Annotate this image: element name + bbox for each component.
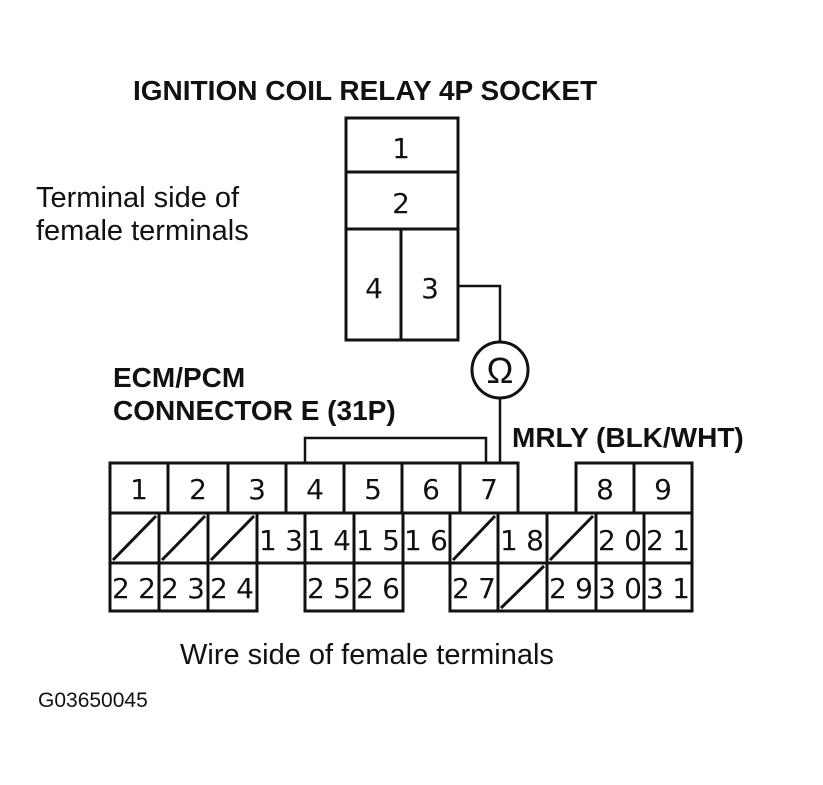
ecm-connector: 1 2 3 4 5 6 7 8 9 13 14 15 16 18 20 21 2… xyxy=(108,461,694,613)
ecm-pin: 26 xyxy=(356,572,400,605)
ecm-connector-label-line2: CONNECTOR E (31P) xyxy=(113,395,396,426)
ecm-pin: 21 xyxy=(646,524,690,557)
ecm-pin: 25 xyxy=(307,572,351,605)
test-lead-to-relay xyxy=(458,284,502,342)
empty-cavity-mark xyxy=(548,514,595,562)
ecm-pin: 15 xyxy=(356,524,400,557)
ohm-icon: Ω xyxy=(487,350,514,391)
ecm-pin: 16 xyxy=(404,524,448,557)
ecm-pin: 9 xyxy=(654,473,672,506)
relay-socket: 1 2 4 3 xyxy=(344,116,460,342)
mrly-wire-label: MRLY (BLK/WHT) xyxy=(512,422,744,453)
ecm-pin: 8 xyxy=(596,473,614,506)
relay-terminal-side-note-line2: female terminals xyxy=(36,215,249,247)
ecm-pin: 30 xyxy=(598,572,642,605)
ecm-pin: 3 xyxy=(248,473,266,506)
ecm-pin: 7 xyxy=(480,473,498,506)
figure-id: G03650045 xyxy=(38,689,148,712)
ecm-connector-label-line1: ECM/PCM xyxy=(113,362,245,393)
relay-pin: 4 xyxy=(365,272,383,305)
wire-side-note: Wire side of female terminals xyxy=(180,639,554,671)
relay-terminal-side-note-line1: Terminal side of xyxy=(36,182,240,214)
ecm-pin: 31 xyxy=(646,572,690,605)
ecm-pin: 2 xyxy=(189,473,207,506)
empty-cavity-mark xyxy=(111,514,158,562)
relay-pin: 1 xyxy=(392,132,410,165)
relay-socket-title: IGNITION COIL RELAY 4P SOCKET xyxy=(133,75,597,106)
ecm-pin: 13 xyxy=(259,524,303,557)
ecm-pin: 24 xyxy=(210,572,254,605)
ecm-pin: 27 xyxy=(452,572,496,605)
ecm-pin: 4 xyxy=(306,473,324,506)
pin-4-7-bracket xyxy=(303,436,488,463)
ecm-pin: 29 xyxy=(549,572,593,605)
ecm-pin: 20 xyxy=(598,524,642,557)
relay-pin: 2 xyxy=(392,187,410,220)
ecm-pin: 14 xyxy=(307,524,351,557)
ecm-pin: 5 xyxy=(364,473,382,506)
ecm-pin: 22 xyxy=(112,572,156,605)
relay-pin: 3 xyxy=(421,272,439,305)
ecm-pin: 23 xyxy=(161,572,205,605)
ecm-pin: 1 xyxy=(130,473,148,506)
ecm-pin: 6 xyxy=(422,473,440,506)
empty-cavity-mark xyxy=(209,514,256,562)
empty-cavity-mark xyxy=(499,564,546,610)
ohmmeter: Ω xyxy=(303,284,530,463)
ecm-pin: 18 xyxy=(500,524,544,557)
empty-cavity-mark xyxy=(160,514,207,562)
empty-cavity-mark xyxy=(451,514,497,562)
